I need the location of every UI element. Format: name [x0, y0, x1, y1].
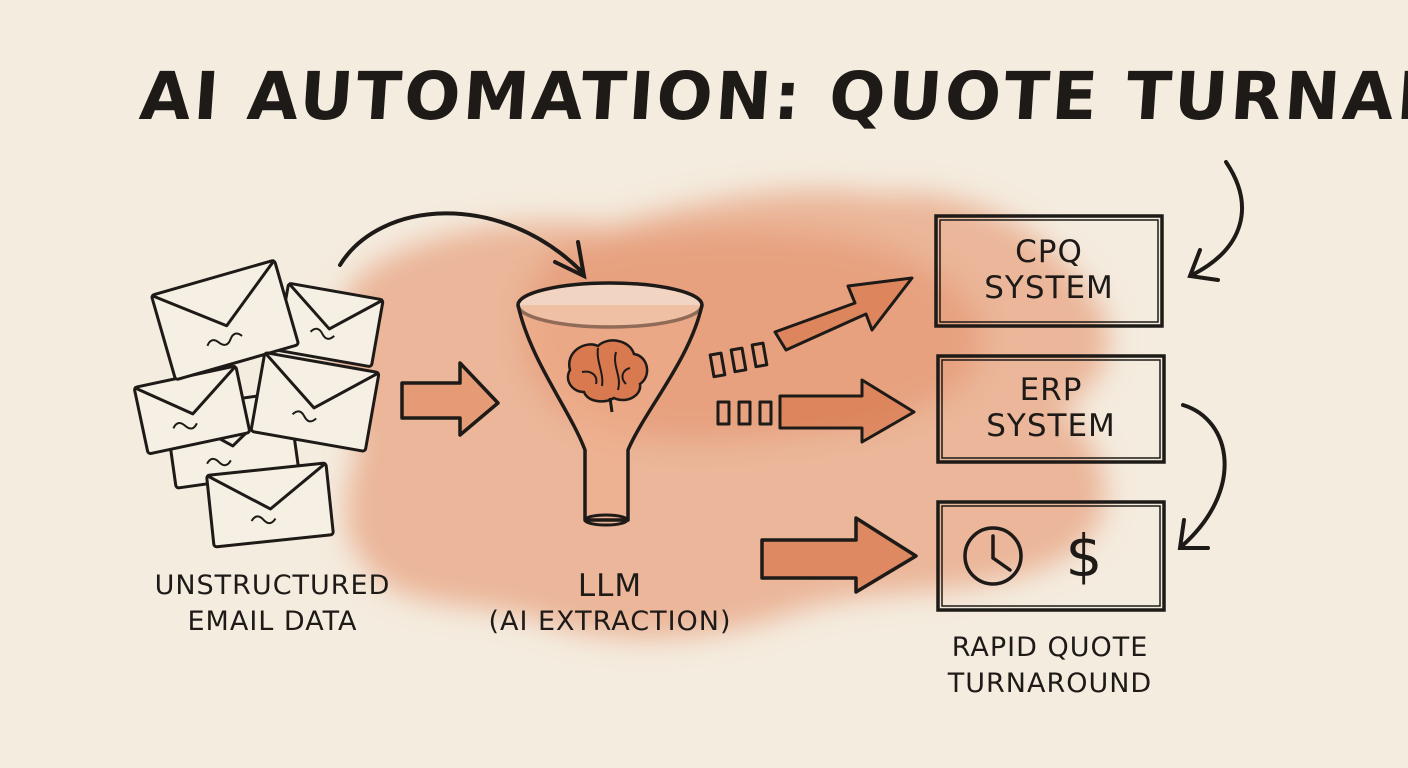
arrow-llm-to-cpq — [708, 276, 914, 379]
curved-arrow-erp-to-result — [1177, 403, 1227, 550]
brain-icon — [566, 339, 649, 413]
processor-label-line2: (AI EXTRACTION) — [488, 606, 732, 637]
erp-line2: SYSTEM — [986, 408, 1116, 444]
page-title: AI AUTOMATION: QUOTE TURNAROUND — [137, 58, 1408, 135]
envelope-stack-icon — [133, 259, 385, 549]
source-label-line2: EMAIL DATA — [187, 606, 358, 637]
processor-label-line1: LLM — [577, 568, 643, 604]
funnel-brain-icon — [516, 281, 704, 527]
envelope-6 — [249, 351, 381, 453]
clock-icon — [963, 526, 1023, 586]
erp-line1: ERP — [1019, 372, 1083, 408]
arrow-email-to-llm — [400, 361, 500, 437]
result-label-line1: RAPID QUOTE — [951, 632, 1149, 663]
result-label: RAPID QUOTE TURNAROUND — [920, 630, 1180, 702]
arrow-to-result — [760, 516, 918, 594]
envelope-5 — [150, 259, 300, 381]
processor-label: LLM (AI EXTRACTION) — [470, 568, 750, 640]
source-label: UNSTRUCTURED EMAIL DATA — [150, 568, 395, 640]
cpq-line1: CPQ — [1015, 234, 1083, 270]
erp-system-box — [936, 354, 1166, 464]
envelope-3 — [133, 364, 251, 456]
source-label-line1: UNSTRUCTURED — [154, 570, 391, 601]
cpq-system-label: CPQ SYSTEM — [940, 234, 1158, 306]
cpq-system-box — [934, 214, 1164, 328]
curved-arrow-to-cpq — [1187, 160, 1244, 282]
result-box — [936, 500, 1166, 612]
dollar-icon: $ — [1065, 522, 1103, 590]
arrow-llm-to-erp — [716, 378, 916, 444]
curved-arrow-to-llm — [338, 211, 587, 280]
erp-system-label: ERP SYSTEM — [942, 372, 1160, 444]
result-label-line2: TURNAROUND — [947, 668, 1153, 699]
cpq-line2: SYSTEM — [984, 270, 1114, 306]
envelope-2 — [205, 461, 335, 549]
